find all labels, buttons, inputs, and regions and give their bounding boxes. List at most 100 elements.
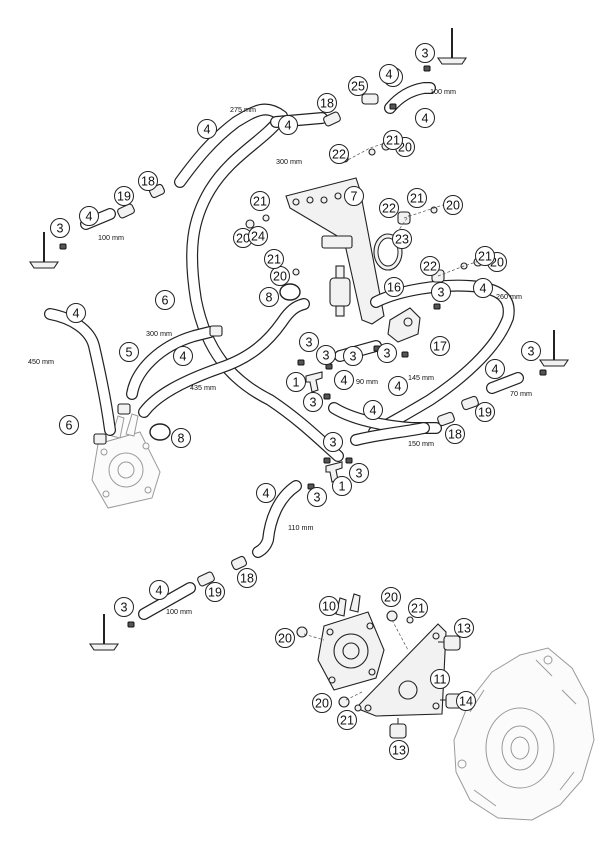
callout-number: 1 [293,376,300,390]
callout-number: 13 [392,744,406,758]
callout-4: 4 [485,359,505,379]
hose-connector [323,111,341,127]
callout-number: 21 [340,714,354,728]
hose-inner [351,423,429,445]
callout-circle [250,191,270,211]
callout-number: 21 [411,602,425,616]
callout-21: 21 [475,246,495,266]
callout-circle [388,376,408,396]
callout-18: 18 [445,424,465,444]
hose-clamp [209,325,223,337]
callout-3: 3 [307,487,327,507]
hose-inner [253,481,301,557]
callout-circle [475,246,495,266]
dimension-label: 275 mm [230,105,256,114]
callout-number: 3 [528,345,535,359]
spring-clamp-ring [149,423,171,441]
breather-valve [538,330,570,367]
callout-19: 19 [114,186,134,206]
callout-circle [332,476,352,496]
breather-valve [436,28,468,65]
callout-circle [114,597,134,617]
callout-circle [59,415,79,435]
callout-number: 4 [156,584,163,598]
callout-circle [155,290,175,310]
callout-number: 8 [266,291,273,305]
callout-number: 16 [387,281,401,295]
callout-number: 14 [459,695,473,709]
callout-number: 19 [117,190,131,204]
callout-18: 18 [138,171,158,191]
callout-circle [259,287,279,307]
rubber-mount [389,718,407,739]
callout-3: 3 [299,332,319,352]
callout-circle [119,342,139,362]
callout-number: 4 [370,404,377,418]
callout-circle [407,188,427,208]
callout-circle [456,691,476,711]
dimension-label: 450 mm [28,357,54,366]
callout-number: 4 [204,123,211,137]
callout-group: 1133333333333333444444444444445667881011… [50,43,541,760]
callout-circle [485,359,505,379]
dimension-label: 110 mm [288,523,313,532]
callout-number: 22 [332,148,346,162]
breather-valve [88,614,120,651]
callout-number: 19 [208,586,222,600]
hose-clips [59,65,547,628]
callout-19: 19 [205,582,225,602]
dimension-label: 145 mm [408,373,434,382]
callout-4: 4 [66,303,86,323]
callout-number: 18 [240,572,254,586]
callout-5: 5 [119,342,139,362]
fuel-pump-left [91,413,161,509]
callout-8: 8 [259,287,279,307]
callout-circle [173,346,193,366]
callout-circle [408,598,428,618]
dimension-label: 90 mm [356,377,378,386]
rubber-mount [438,635,461,651]
callout-23: 23 [392,229,412,249]
callout-3: 3 [316,345,336,365]
hose-inner [139,299,309,417]
hose-clamp [117,403,131,415]
callout-number: 21 [253,195,267,209]
callout-circle [443,195,463,215]
callout-number: 20 [446,199,460,213]
callout-3: 3 [377,343,397,363]
fuel-filter [329,265,351,317]
callout-3: 3 [50,218,70,238]
callout-14: 14 [456,691,476,711]
hose-inner [175,104,343,461]
callout-number: 20 [278,632,292,646]
callout-1: 1 [332,476,352,496]
callout-21: 21 [250,191,270,211]
hose-inner [45,309,115,435]
callout-4: 4 [415,108,435,128]
callout-circle [377,343,397,363]
hose-inner [139,583,195,619]
callout-18: 18 [317,93,337,113]
callout-19: 19 [475,402,495,422]
callout-3: 3 [415,43,435,63]
callout-4: 4 [363,400,383,420]
callout-number: 3 [330,436,337,450]
callout-4: 4 [278,115,298,135]
engine-cover [453,647,595,821]
callout-circle [275,628,295,648]
callout-circle [445,424,465,444]
dimension-label: 100 mm [98,233,124,242]
callout-20: 20 [275,628,295,648]
hose-connector [230,555,248,571]
callout-circle [420,256,440,276]
callout-number: 6 [66,419,73,433]
callout-6: 6 [155,290,175,310]
callout-circle [299,332,319,352]
callout-number: 3 [314,491,321,505]
callout-number: 4 [341,374,348,388]
hose-inner [127,327,215,399]
callout-number: 21 [410,192,424,206]
callout-number: 11 [434,673,447,687]
callout-circle [278,115,298,135]
callout-circle [343,346,363,366]
